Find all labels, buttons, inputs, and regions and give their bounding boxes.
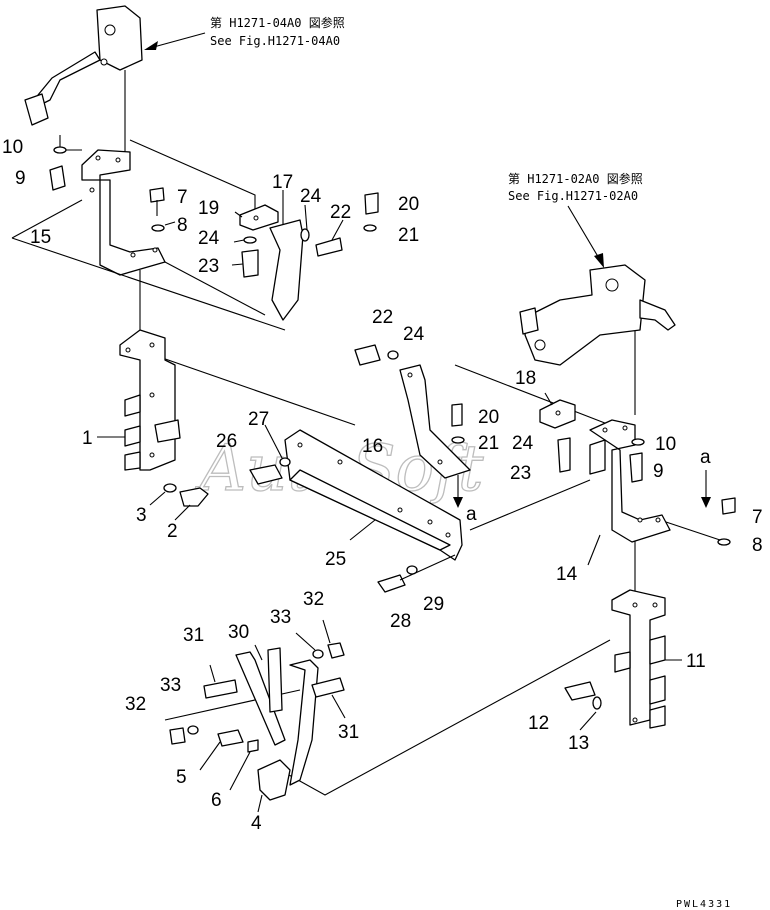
clamp-18 [539,392,576,473]
bracket-1 [97,329,181,471]
callout-30: 30 [228,622,249,643]
reference-top-jp: 第 H1271-04A0 図参照 [210,15,345,30]
callout-9b: 9 [653,461,664,482]
callout-29: 29 [423,594,444,615]
callout-10a: 10 [2,137,23,158]
callout-23b: 23 [510,463,531,484]
bolt-26-washer-27 [249,424,291,485]
callout-21a: 21 [398,225,419,246]
bracket-15 [81,149,166,276]
bracket-16 [354,344,471,508]
callout-18: 18 [515,368,536,389]
callout-17: 17 [272,172,293,193]
callout-27: 27 [248,409,269,430]
callout-11: 11 [686,651,706,672]
callout-21b: 21 [478,433,499,454]
callout-32a: 32 [303,589,324,610]
callout-5: 5 [176,767,187,788]
callout-25: 25 [325,549,346,570]
callout-19: 19 [198,198,219,219]
bracket-25 [284,429,463,561]
callout-8b: 8 [752,535,763,556]
callout-24a: 24 [198,228,220,249]
reference-right: 第 H1271-02A0 図参照 See Fig.H1271-02A0 [508,171,643,268]
callout-7a: 7 [177,187,188,208]
callout-12: 12 [528,713,549,734]
callout-22a: 22 [330,202,351,223]
callout-20b: 20 [478,407,499,428]
clamp-cluster-upper [231,190,379,321]
callout-28: 28 [390,611,411,632]
callout-8a: 8 [177,215,188,236]
bolt-28-washer-29 [377,554,456,593]
hardware-upper-left [49,146,176,232]
callout-2: 2 [167,521,178,542]
reference-right-en: See Fig.H1271-02A0 [508,189,638,203]
callout-13: 13 [568,733,589,754]
callout-26: 26 [216,431,237,452]
callout-4: 4 [251,813,262,834]
callout-1: 1 [82,428,93,449]
section-mark-a-center: a [466,504,477,525]
bolt-12-washer-13 [564,681,602,731]
callout-24c: 24 [403,324,425,345]
right-valve-assembly [519,264,676,366]
callout-32b: 32 [125,694,146,715]
bolt-2-washer-3 [149,483,209,521]
reference-right-jp: 第 H1271-02A0 図参照 [508,171,643,186]
callout-31a: 31 [183,625,204,646]
upper-valve-assembly [24,5,143,170]
callout-33a: 33 [270,607,291,628]
callout-22b: 22 [372,307,393,328]
bracket-11 [611,589,682,729]
callout-23a: 23 [198,256,219,277]
callout-7b: 7 [752,507,763,528]
reference-top-en: See Fig.H1271-04A0 [210,34,340,48]
callout-labels: 10 9 15 7 8 19 24 23 17 24 22 20 21 1 3 … [2,137,763,834]
callout-3: 3 [136,505,147,526]
callout-24d: 24 [512,433,534,454]
callout-6: 6 [211,790,222,811]
section-mark-a-right: a [700,447,711,468]
bracket-4-clamp-30 [169,619,346,813]
callout-14: 14 [556,564,578,585]
callout-20a: 20 [398,194,419,215]
bracket-14 [587,419,736,566]
callout-15: 15 [30,227,51,248]
callout-10b: 10 [655,434,676,455]
callout-9a: 9 [15,168,26,189]
callout-16: 16 [362,436,383,457]
drawing-code: PWL4331 [676,899,732,910]
callout-24b: 24 [300,186,322,207]
callout-31b: 31 [338,722,359,743]
reference-top: 第 H1271-04A0 図参照 See Fig.H1271-04A0 [144,15,345,50]
callout-33b: 33 [160,675,181,696]
